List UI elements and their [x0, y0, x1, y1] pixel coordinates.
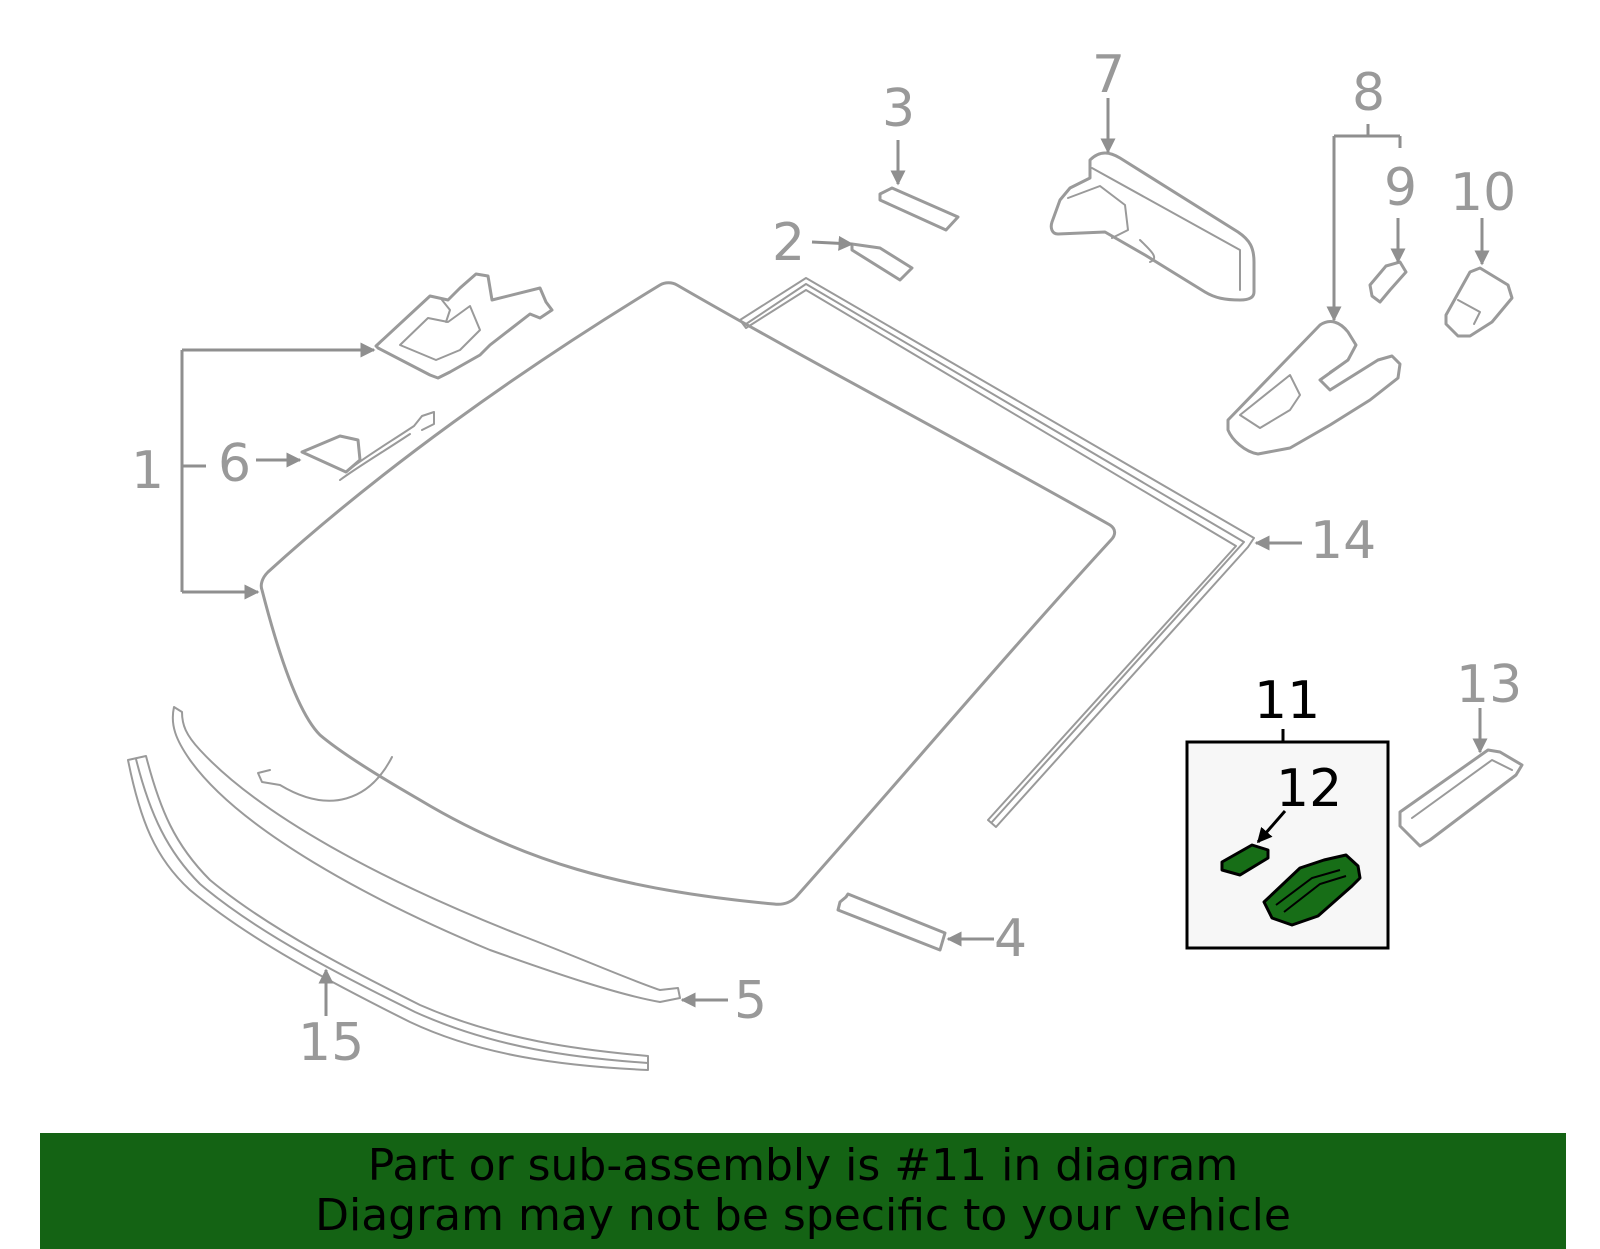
rain-sensor[interactable] — [300, 411, 435, 481]
highlight-box-part-11[interactable] — [1185, 729, 1390, 950]
callout-15: 15 — [298, 1013, 364, 1073]
callout-labels: 1 6 2 3 7 8 9 10 14 13 11 12 4 5 15 — [131, 45, 1522, 1073]
mirror-bracket[interactable] — [374, 272, 554, 380]
callout-11: 11 — [1254, 671, 1320, 731]
banner-line-part-number: Part or sub-assembly is #11 in diagram — [367, 1140, 1239, 1191]
garnish-trim[interactable] — [1398, 748, 1524, 848]
callout-10: 10 — [1450, 163, 1516, 223]
mirror-cover[interactable] — [1226, 320, 1402, 456]
lower-molding[interactable] — [171, 706, 681, 1003]
callout-12: 12 — [1276, 759, 1342, 819]
windshield-glass[interactable] — [257, 281, 1117, 906]
callout-5: 5 — [734, 971, 767, 1031]
cover-clip[interactable] — [1368, 260, 1408, 304]
parts-diagram: 1 6 2 3 7 8 9 10 14 13 11 12 4 5 15 — [127, 45, 1524, 1073]
callout-2: 2 — [772, 213, 805, 273]
rear-view-mirror[interactable] — [1049, 151, 1256, 302]
callout-6: 6 — [218, 434, 251, 494]
callout-8: 8 — [1352, 63, 1385, 123]
lower-trim-strip[interactable] — [836, 892, 947, 952]
callout-9: 9 — [1384, 158, 1417, 218]
sensor-pad-part-12[interactable] — [1220, 843, 1270, 877]
callout-4: 4 — [994, 909, 1027, 969]
callout-7: 7 — [1092, 45, 1125, 105]
banner-line-disclaimer: Diagram may not be specific to your vehi… — [315, 1190, 1291, 1241]
callout-14: 14 — [1310, 511, 1376, 571]
sensor-bracket[interactable] — [1444, 266, 1514, 338]
adhesive-strip[interactable] — [878, 186, 960, 232]
sensor-tab[interactable] — [850, 242, 914, 282]
cowl-seal-strip[interactable] — [127, 755, 649, 1071]
windshield-molding-frame[interactable] — [739, 277, 1255, 828]
callout-1: 1 — [131, 441, 164, 501]
info-banner: Part or sub-assembly is #11 in diagram D… — [40, 1133, 1566, 1249]
callout-3: 3 — [882, 79, 915, 139]
callout-13: 13 — [1456, 655, 1522, 715]
leader-lines — [180, 98, 1490, 1016]
